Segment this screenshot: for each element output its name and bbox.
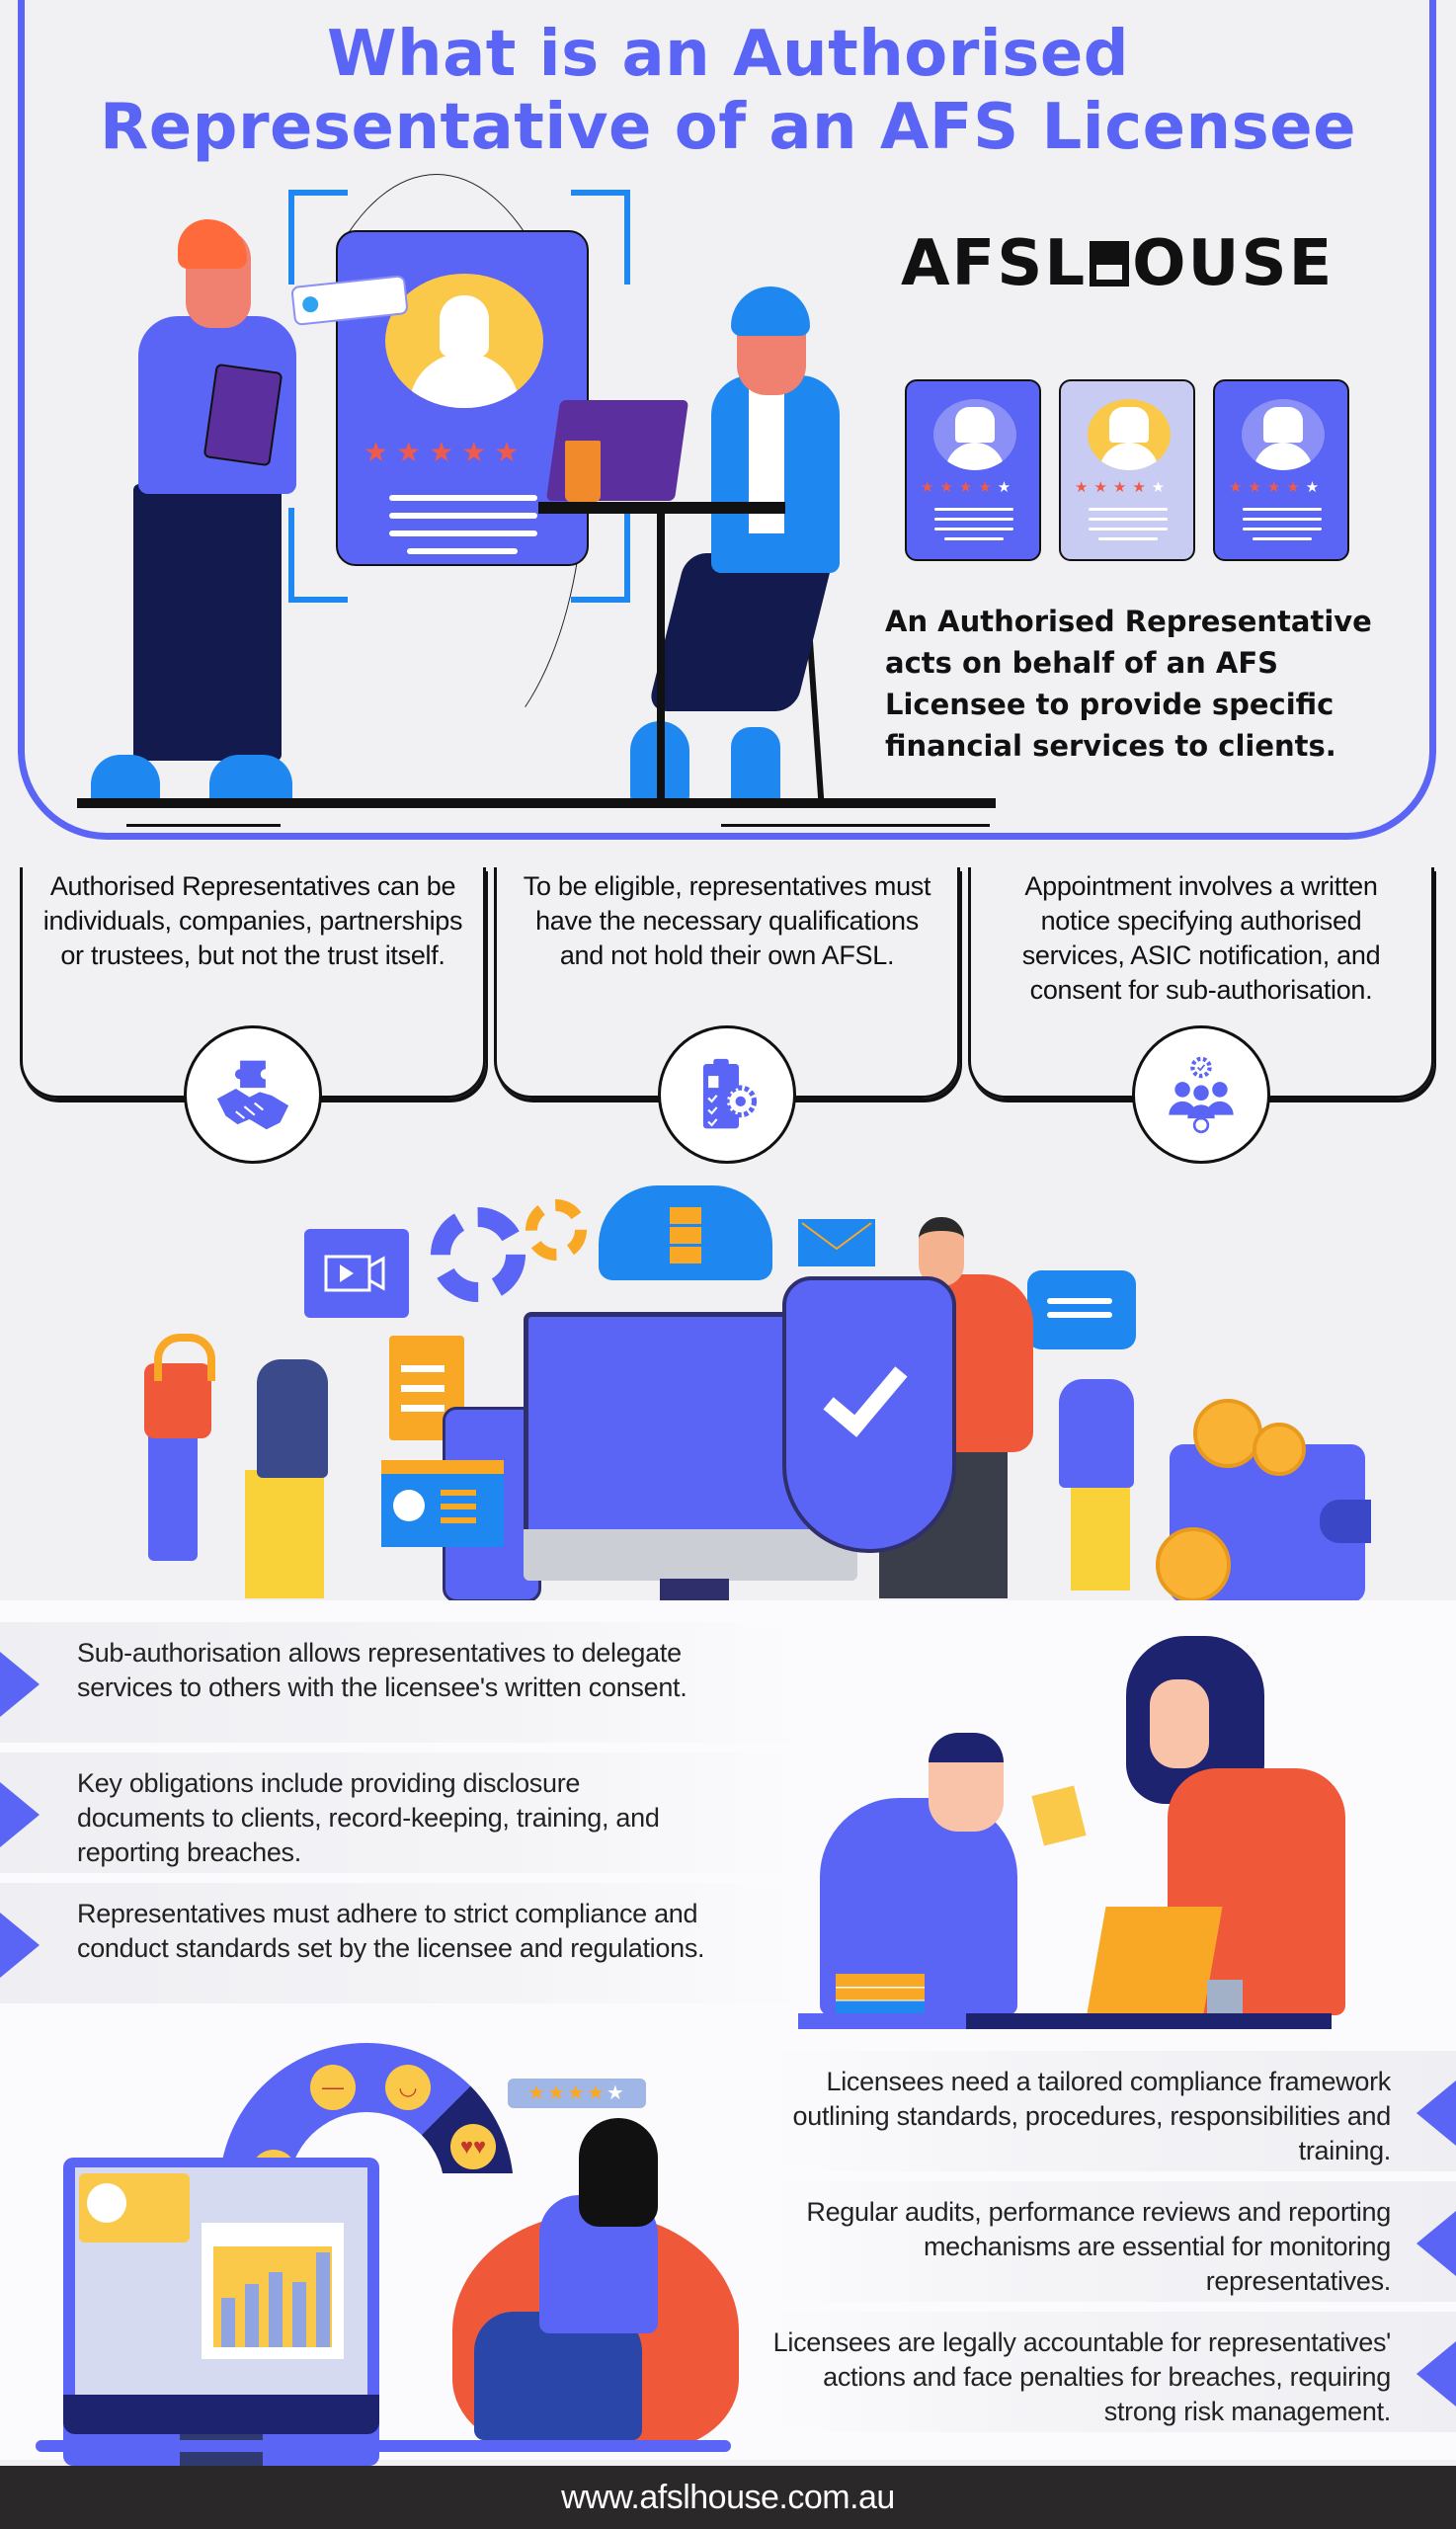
- books-icon: [836, 1974, 925, 2013]
- chat-bubble-icon: [1027, 1270, 1136, 1349]
- bullet-text: Key obligations include providing disclo…: [77, 1768, 660, 1867]
- bullet-row: Representatives must adhere to strict co…: [0, 1883, 810, 2003]
- arrow-left-icon: [1416, 2080, 1456, 2146]
- star-rating-icon: ★★★★★: [1075, 479, 1172, 496]
- info-card-text: To be eligible, representatives must hav…: [523, 871, 931, 970]
- hero-frame: [18, 0, 1436, 840]
- arrow-left-icon: [1416, 2211, 1456, 2276]
- heart-eyes-face-icon: ♥♥: [450, 2124, 496, 2169]
- bullet-row: Licensees need a tailored compliance fra…: [765, 2051, 1456, 2171]
- website-link[interactable]: www.afslhouse.com.au: [561, 2478, 895, 2516]
- gear-icon: [526, 1199, 587, 1261]
- representative-card: ★★★★★: [1213, 379, 1349, 561]
- person-with-phone-illustration: [1071, 1482, 1130, 1591]
- star-rating-icon: ★★★★★: [1229, 479, 1326, 496]
- footer: www.afslhouse.com.au: [0, 2466, 1456, 2529]
- bullet-text: Representatives must adhere to strict co…: [77, 1899, 705, 1963]
- floor-line: [77, 798, 996, 808]
- envelope-icon: [798, 1219, 875, 1266]
- gear-icon: [431, 1207, 526, 1302]
- person-with-laptop-illustration: [245, 1470, 324, 1598]
- focus-bracket-icon: [288, 190, 348, 285]
- bullet-text: Regular audits, performance reviews and …: [806, 2197, 1391, 2296]
- bullet-text: Licensees need a tailored compliance fra…: [792, 2067, 1392, 2165]
- info-icon-badge: [1132, 1025, 1270, 1164]
- user-avatar-icon: [385, 274, 543, 408]
- coffee-cup-icon: [565, 441, 601, 502]
- arrow-right-icon: [0, 1782, 40, 1847]
- info-icon-badge: [184, 1025, 322, 1164]
- padlock-icon: [144, 1334, 215, 1438]
- coin-icon: [1193, 1399, 1262, 1468]
- info-card-text: Authorised Representatives can be indivi…: [42, 871, 463, 970]
- arrow-left-icon: [1416, 2341, 1456, 2407]
- smiling-face-icon: ◡: [385, 2065, 431, 2110]
- info-icon-badge: [658, 1025, 796, 1164]
- info-card-appointment: Appointment involves a written notice sp…: [968, 867, 1434, 1099]
- video-camera-icon: [304, 1229, 409, 1318]
- profile-window-icon: [381, 1460, 504, 1547]
- representative-card: ★★★★★: [905, 379, 1041, 561]
- arrow-right-icon: [0, 1652, 40, 1717]
- coin-icon: [1156, 1527, 1231, 1602]
- plant-icon: [1207, 1980, 1243, 2015]
- five-star-rating-icon: ★★★★★: [364, 437, 527, 467]
- cloud-server-icon: [599, 1185, 772, 1280]
- representative-cards: ★★★★★ ★★★★★ ★★★★★: [905, 379, 1349, 561]
- rating-bubble-icon: ★★★★★: [508, 2079, 646, 2108]
- bar-chart-icon: [202, 2223, 344, 2359]
- bullet-text: Sub-authorisation allows representatives…: [77, 1638, 688, 1702]
- user-avatar-icon: [1242, 399, 1325, 470]
- focus-bracket-icon: [571, 190, 630, 285]
- tablet-icon: [202, 363, 283, 467]
- bullet-row: Licensees are legally accountable for re…: [765, 2312, 1456, 2432]
- star-rating-icon: ★★★★★: [921, 479, 1017, 496]
- bullet-row: Sub-authorisation allows representatives…: [0, 1622, 810, 1743]
- user-avatar-icon: [933, 399, 1016, 470]
- team-gear-icon: [1169, 1056, 1234, 1134]
- bullet-text: Licensees are legally accountable for re…: [772, 2327, 1392, 2426]
- profile-card-icon: [79, 2173, 190, 2243]
- bullet-row: Key obligations include providing disclo…: [0, 1753, 810, 1873]
- security-shield-icon: [782, 1276, 956, 1553]
- desk: [538, 502, 785, 514]
- laptop-icon: [1087, 1907, 1223, 2013]
- focus-bracket-icon: [288, 508, 348, 603]
- clipboard-gear-checklist-icon: [702, 1058, 758, 1129]
- desk: [966, 2013, 1332, 2029]
- bullet-row: Regular audits, performance reviews and …: [765, 2181, 1456, 2302]
- info-card-text: Appointment involves a written notice sp…: [1021, 871, 1381, 1005]
- representative-card: ★★★★★: [1059, 379, 1195, 561]
- user-avatar-icon: [1088, 399, 1171, 470]
- arrow-right-icon: [0, 1913, 40, 1978]
- title-line-1: What is an Authorised: [326, 18, 1130, 91]
- coin-icon: [1253, 1423, 1306, 1476]
- person-standing-illustration: [133, 484, 282, 761]
- neutral-face-icon: —: [310, 2065, 356, 2110]
- focus-bracket-icon: [571, 508, 630, 603]
- title-line-2: Representative of an AFS Licensee: [99, 91, 1357, 164]
- logo-house-square-icon: [1090, 241, 1130, 286]
- hero-description: An Authorised Representative acts on beh…: [885, 605, 1372, 763]
- handshake-puzzle-icon: [216, 1060, 289, 1130]
- page-title: What is an Authorised Representative of …: [0, 18, 1456, 164]
- info-card-eligibility-types: Authorised Representatives can be indivi…: [20, 867, 486, 1099]
